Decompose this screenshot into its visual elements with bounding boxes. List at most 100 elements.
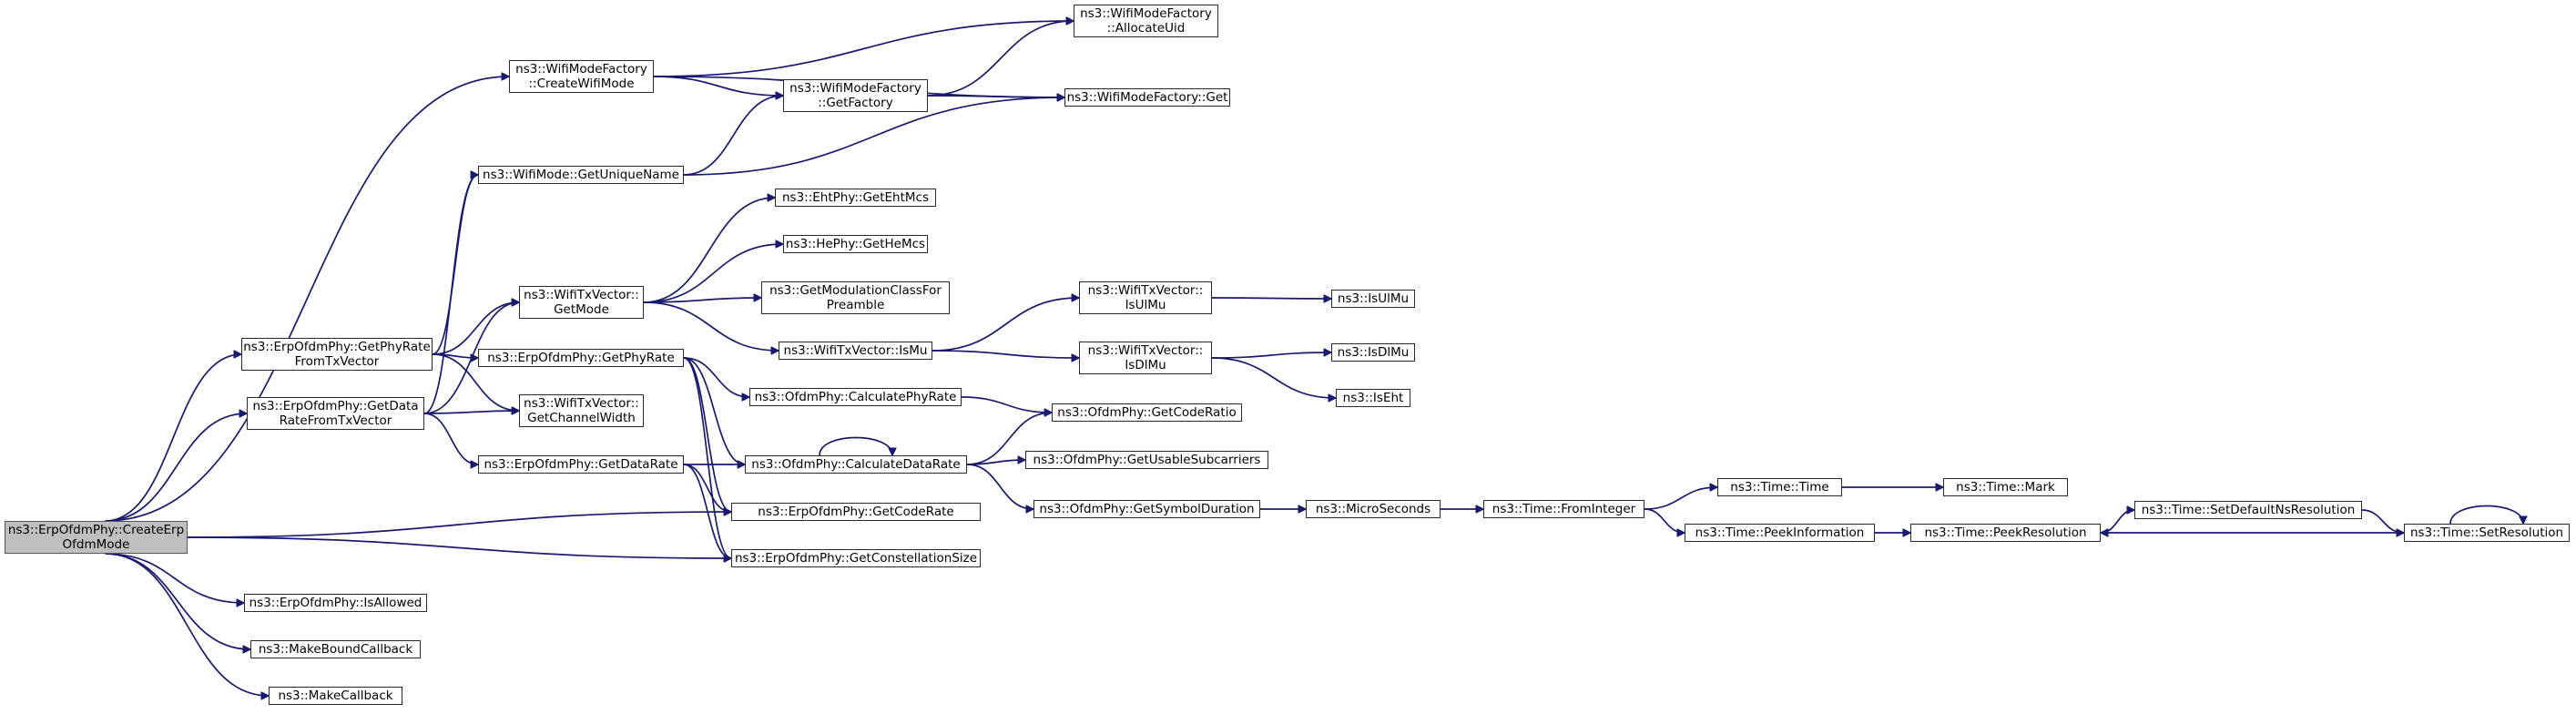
function-label: ns3::ErpOfdmPhy::GetDataRate — [484, 457, 678, 472]
call-edge — [819, 436, 892, 456]
function-node-calc-data-rate[interactable]: ns3::OfdmPhy::CalculateDataRate — [745, 455, 967, 474]
function-label: ns3::WifiTxVector::IsMu — [783, 343, 928, 358]
function-node-get-usable-subcarriers[interactable]: ns3::OfdmPhy::GetUsableSubcarriers — [1025, 451, 1268, 469]
function-label: ns3::WifiMode::GetUniqueName — [483, 168, 679, 182]
call-edge — [423, 302, 519, 414]
call-edge — [1211, 298, 1331, 299]
call-edge — [683, 464, 731, 558]
call-edge — [105, 553, 245, 603]
function-node-get-symbol-duration[interactable]: ns3::OfdmPhy::GetSymbolDuration — [1033, 500, 1260, 518]
function-node-get-he-mcs[interactable]: ns3::HePhy::GetHeMcs — [783, 235, 928, 253]
function-node-is-ul-mu-vec[interactable]: ns3::WifiTxVector::IsUlMu — [1079, 281, 1212, 314]
call-edge — [1211, 352, 1331, 359]
function-label: ns3::OfdmPhy::GetSymbolDuration — [1039, 502, 1255, 516]
function-node-calc-phy-rate[interactable]: ns3::OfdmPhy::CalculatePhyRate — [749, 388, 962, 406]
call-edge — [683, 97, 1064, 176]
function-node-get-unique-name[interactable]: ns3::WifiMode::GetUniqueName — [478, 166, 684, 184]
function-label: ns3::MicroSeconds — [1315, 502, 1431, 516]
function-label: FromTxVector — [294, 354, 380, 369]
call-edge — [932, 298, 1079, 352]
function-node-allocate-uid[interactable]: ns3::WifiModeFactory::AllocateUid — [1074, 5, 1218, 37]
function-label: ::GetFactory — [818, 96, 893, 110]
function-node-get-constellation-size[interactable]: ns3::ErpOfdmPhy::GetConstellationSize — [731, 549, 981, 567]
function-label: ns3::WifiModeFactory::Get — [1066, 90, 1228, 105]
function-label: ns3::ErpOfdmPhy::GetConstellationSize — [734, 551, 978, 566]
call-edge — [105, 354, 242, 522]
function-label: RateFromTxVector — [279, 413, 392, 428]
function-label: ns3::Time::Mark — [1956, 480, 2055, 495]
function-node-micro-seconds[interactable]: ns3::MicroSeconds — [1306, 500, 1441, 518]
function-label: ns3::IsEht — [1342, 391, 1404, 405]
function-node-get-eht-mcs[interactable]: ns3::EhtPhy::GetEhtMcs — [775, 189, 936, 207]
function-node-peek-information[interactable]: ns3::Time::PeekInformation — [1685, 524, 1875, 542]
function-node-create-wifi-mode[interactable]: ns3::WifiModeFactory::CreateWifiMode — [509, 60, 654, 93]
call-edge — [966, 464, 1033, 509]
function-node-get-data-rate[interactable]: ns3::ErpOfdmPhy::GetDataRate — [478, 455, 684, 474]
call-edge — [2100, 510, 2134, 534]
function-node-set-resolution[interactable]: ns3::Time::SetResolution — [2404, 524, 2570, 542]
function-label: ns3::WifiModeFactory — [789, 81, 921, 96]
function-node-is-dl-mu[interactable]: ns3::IsDlMu — [1331, 343, 1415, 362]
function-label: ns3::OfdmPhy::GetCodeRatio — [1057, 405, 1237, 420]
function-node-is-ul-mu[interactable]: ns3::IsUlMu — [1331, 290, 1415, 308]
function-node-set-default-ns-resolution[interactable]: ns3::Time::SetDefaultNsResolution — [2134, 501, 2362, 519]
function-node-get-factory[interactable]: ns3::WifiModeFactory::GetFactory — [783, 79, 928, 112]
function-label: ns3::IsDlMu — [1337, 345, 1410, 360]
function-label: ns3::WifiTxVector:: — [1087, 283, 1204, 298]
function-node-is-mu[interactable]: ns3::WifiTxVector::IsMu — [779, 342, 932, 360]
function-node-from-integer[interactable]: ns3::Time::FromInteger — [1483, 500, 1644, 518]
function-node-make-bound-callback[interactable]: ns3::MakeBoundCallback — [250, 640, 421, 658]
function-node-peek-resolution[interactable]: ns3::Time::PeekResolution — [1910, 524, 2101, 542]
call-edge — [2449, 505, 2523, 525]
edge-layer — [105, 21, 2524, 696]
call-edge — [683, 357, 745, 464]
function-node-get-code-rate[interactable]: ns3::ErpOfdmPhy::GetCodeRate — [731, 503, 981, 521]
function-label: Preamble — [826, 298, 885, 312]
function-label: OfdmMode — [62, 537, 130, 552]
call-edge — [105, 76, 510, 522]
function-label: ns3::Time::PeekInformation — [1695, 525, 1865, 540]
function-label: ns3::WifiModeFactory — [515, 62, 647, 76]
function-node-get-mode[interactable]: ns3::WifiTxVector::GetMode — [519, 286, 644, 319]
function-node-get-phy-rate[interactable]: ns3::ErpOfdmPhy::GetPhyRate — [478, 349, 684, 367]
call-edge — [643, 198, 775, 303]
function-node-is-dl-mu-vec[interactable]: ns3::WifiTxVector::IsDlMu — [1079, 342, 1212, 374]
call-edge — [423, 411, 519, 413]
call-edge — [1644, 508, 1685, 533]
call-edge — [966, 413, 1052, 465]
call-edge — [423, 413, 478, 464]
call-edge — [105, 553, 270, 696]
call-edge — [927, 21, 1074, 97]
call-edge — [432, 353, 519, 411]
function-node-make-callback[interactable]: ns3::MakeCallback — [269, 687, 402, 705]
function-node-time-time[interactable]: ns3::Time::Time — [1717, 478, 1842, 496]
function-node-is-eht[interactable]: ns3::IsEht — [1336, 389, 1410, 407]
function-node-get-channel-width[interactable]: ns3::WifiTxVector::GetChannelWidth — [519, 394, 644, 427]
call-edge — [653, 21, 1074, 77]
function-label: ns3::ErpOfdmPhy::IsAllowed — [249, 596, 423, 610]
function-node-wmf-get[interactable]: ns3::WifiModeFactory::Get — [1064, 88, 1230, 107]
function-label: ns3::Time::SetDefaultNsResolution — [2141, 503, 2356, 517]
call-edge — [643, 298, 761, 303]
call-edge — [643, 301, 779, 351]
call-edge — [1211, 357, 1336, 398]
function-node-get-code-ratio[interactable]: ns3::OfdmPhy::GetCodeRatio — [1052, 403, 1242, 422]
function-label: ns3::OfdmPhy::CalculateDataRate — [751, 457, 961, 472]
function-label: ns3::WifiModeFactory — [1080, 6, 1212, 21]
function-label: ns3::Time::Time — [1730, 480, 1829, 495]
function-node-time-mark[interactable]: ns3::Time::Mark — [1943, 478, 2068, 496]
call-edge — [683, 357, 731, 512]
call-edge — [683, 357, 749, 397]
function-label: ns3::Time::SetResolution — [2409, 525, 2564, 540]
function-label: ns3::ErpOfdmPhy::GetPhyRate — [487, 351, 675, 365]
function-label: IsUlMu — [1125, 298, 1166, 312]
call-edge — [683, 464, 731, 512]
function-node-is-allowed[interactable]: ns3::ErpOfdmPhy::IsAllowed — [244, 594, 427, 612]
call-edge — [966, 460, 1025, 465]
function-label: ns3::ErpOfdmPhy::GetCodeRate — [758, 505, 954, 519]
call-edge — [1644, 487, 1717, 510]
